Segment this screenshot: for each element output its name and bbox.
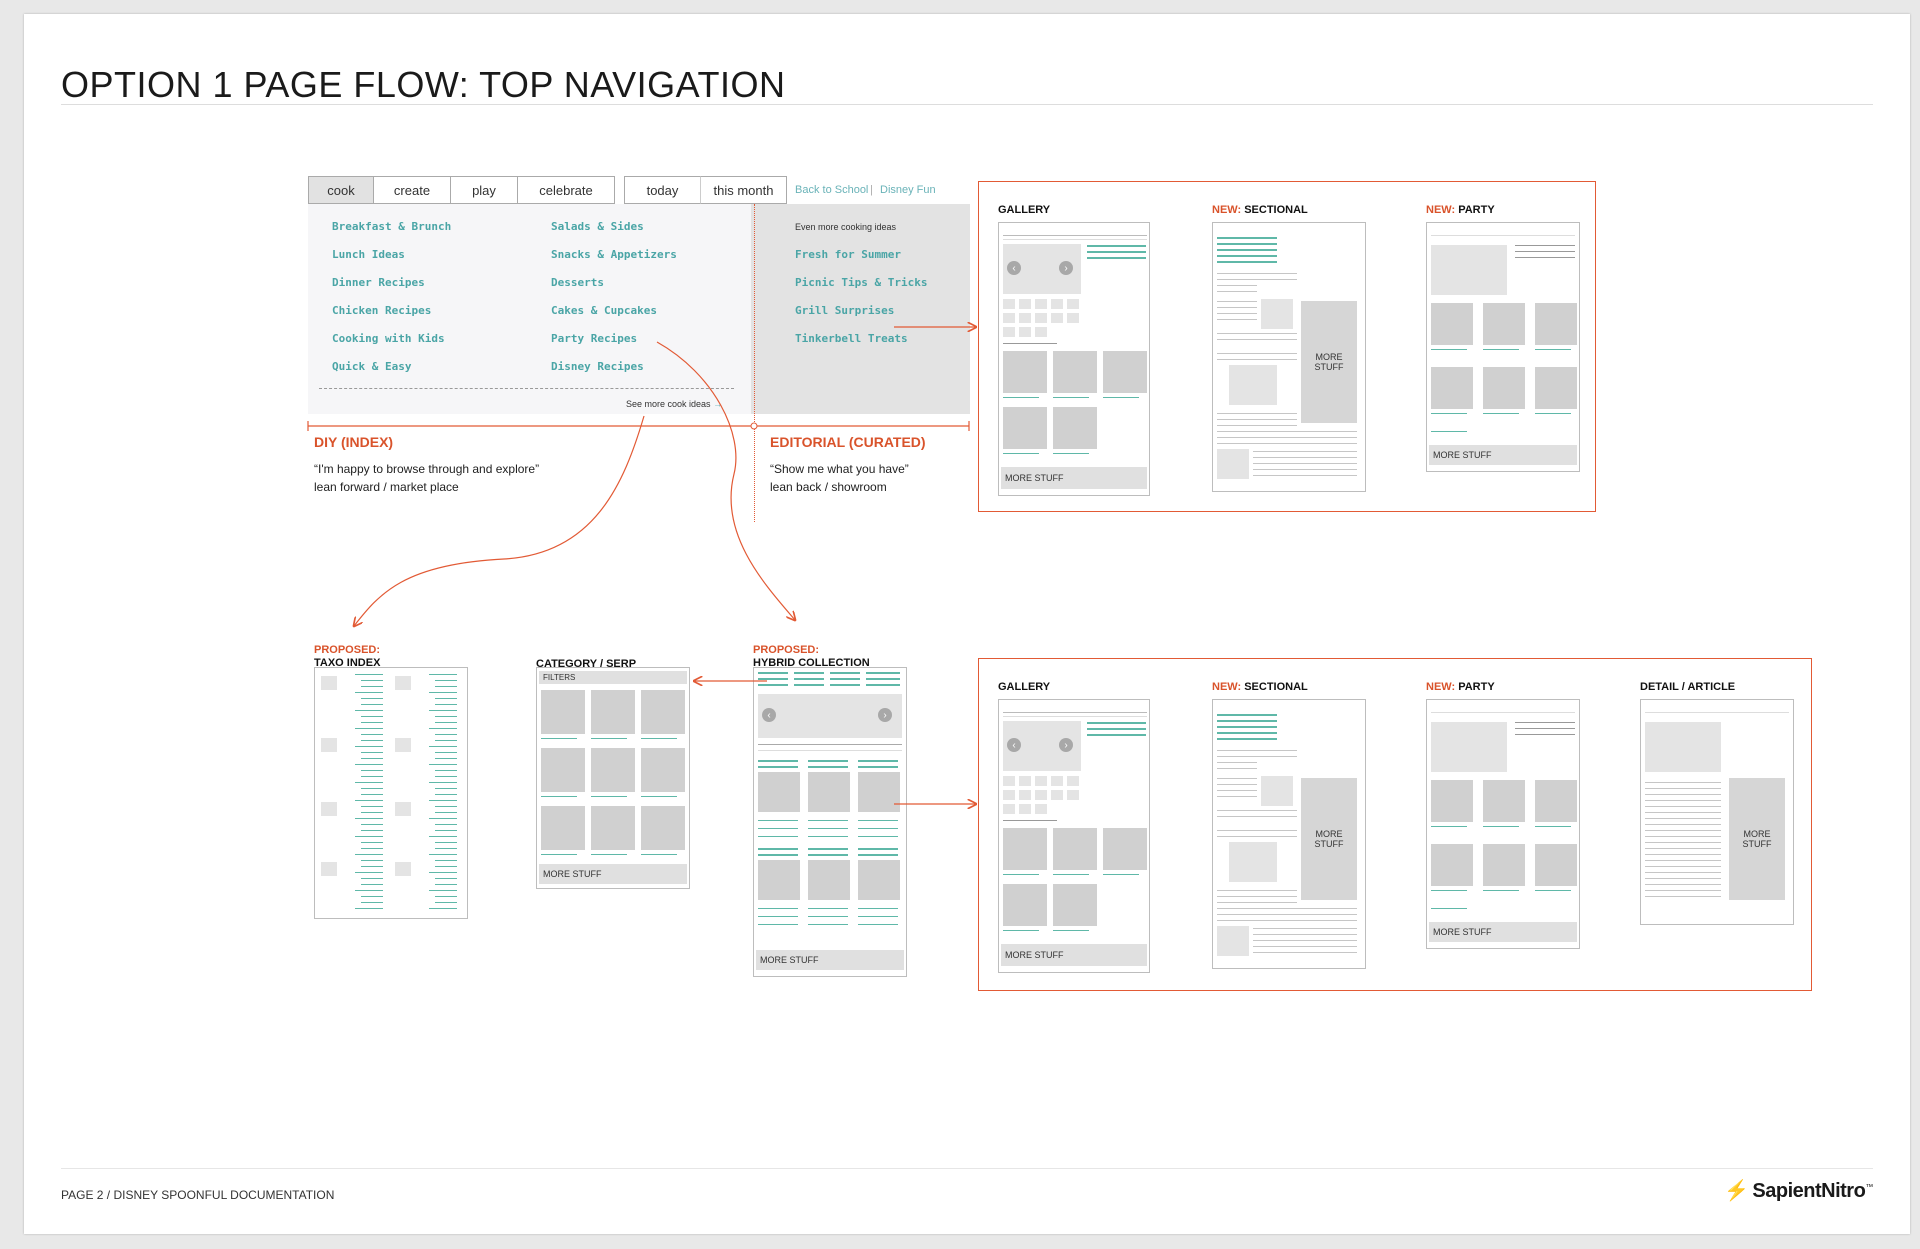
arrow-to-taxo-index <box>354 415 645 626</box>
top-template-group <box>978 181 1596 512</box>
more-stuff-bar: MORE STUFF <box>1429 445 1577 465</box>
title-divider <box>61 104 1873 105</box>
category-serp-wireframe: FILTERS MORE STUFF <box>536 667 690 889</box>
hybrid-collection-header: PROPOSED:HYBRID COLLECTION <box>753 644 870 669</box>
menu-item[interactable]: Chicken Recipes <box>332 304 432 317</box>
taxo-index-header: PROPOSED:TAXO INDEX <box>314 644 381 669</box>
section-divider <box>754 204 755 522</box>
logo-mark-icon: ⚡ <box>1724 1180 1749 1202</box>
arrow-to-hybrid-collection <box>656 341 795 620</box>
diy-label: DIY (INDEX) <box>314 434 394 450</box>
gallery-wireframe: ‹ › MORE STUFF <box>998 222 1150 496</box>
hybrid-collection-wireframe: ‹ › MORE STUFF <box>753 667 907 977</box>
editorial-quote: “Show me what you have” <box>770 462 909 476</box>
tab-today[interactable]: today <box>624 176 700 204</box>
diy-description: lean forward / market place <box>314 480 459 494</box>
menu-item[interactable]: Cakes & Cupcakes <box>551 304 657 317</box>
tab-create[interactable]: create <box>373 176 451 204</box>
sectional-header: NEW: SECTIONAL <box>1212 681 1308 693</box>
menu-item[interactable]: Snacks & Appetizers <box>551 248 677 261</box>
footer-divider <box>61 1168 1873 1169</box>
party-wireframe: MORE STUFF <box>1426 699 1580 949</box>
link-separator: | <box>870 184 873 196</box>
menu-item[interactable]: Grill Surprises <box>795 304 895 317</box>
footer-text: PAGE 2 / DISNEY SPOONFUL DOCUMENTATION <box>61 1188 335 1202</box>
menu-item[interactable]: Desserts <box>551 276 604 289</box>
party-wireframe: MORE STUFF <box>1426 222 1580 472</box>
editorial-panel <box>751 204 970 414</box>
link-disney-fun[interactable]: Disney Fun <box>880 184 936 196</box>
tab-cook[interactable]: cook <box>308 176 374 204</box>
sectional-header: NEW: SECTIONAL <box>1212 204 1308 216</box>
page-title: OPTION 1 PAGE FLOW: TOP NAVIGATION <box>61 64 786 105</box>
party-header: NEW: PARTY <box>1426 204 1495 216</box>
link-back-to-school[interactable]: Back to School <box>795 184 869 196</box>
menu-panel <box>308 204 751 414</box>
editorial-label: EDITORIAL (CURATED) <box>770 434 926 450</box>
taxo-index-wireframe <box>314 667 468 919</box>
gallery-header: GALLERY <box>998 204 1051 216</box>
menu-item[interactable]: Party Recipes <box>551 332 638 345</box>
editorial-intro: Even more cooking ideas <box>795 222 897 232</box>
party-header: NEW: PARTY <box>1426 681 1495 693</box>
menu-item[interactable]: Salads & Sides <box>551 220 644 233</box>
flow-connectors <box>307 14 1910 1234</box>
tab-play[interactable]: play <box>450 176 518 204</box>
menu-item[interactable]: Lunch Ideas <box>332 248 405 261</box>
menu-divider <box>319 388 734 389</box>
more-stuff-bar: MORE STUFF <box>1001 944 1147 966</box>
menu-item[interactable]: Tinkerbell Treats <box>795 332 908 345</box>
tab-this-month[interactable]: this month <box>700 176 787 204</box>
see-more-link[interactable]: See more cook ideas → <box>626 399 723 409</box>
bracket-node <box>750 422 758 430</box>
menu-item[interactable]: Picnic Tips & Tricks <box>795 276 928 289</box>
more-stuff-bar: MORE STUFF <box>756 950 904 970</box>
menu-item[interactable]: Quick & Easy <box>332 360 412 373</box>
detail-article-header: DETAIL / ARTICLE <box>1640 681 1736 693</box>
menu-item[interactable]: Disney Recipes <box>551 360 644 373</box>
gallery-header: GALLERY <box>998 681 1051 693</box>
more-stuff-bar: MORE STUFF <box>1429 922 1577 942</box>
filters-bar[interactable]: FILTERS <box>539 671 687 684</box>
menu-item[interactable]: Fresh for Summer <box>795 248 901 261</box>
editorial-description: lean back / showroom <box>770 480 887 494</box>
menu-item[interactable]: Breakfast & Brunch <box>332 220 452 233</box>
gallery-wireframe: ‹ › MORE STUFF <box>998 699 1150 973</box>
menu-item[interactable]: Cooking with Kids <box>332 332 445 345</box>
document-page: OPTION 1 PAGE FLOW: TOP NAVIGATION cook … <box>24 14 1910 1234</box>
sapientnitro-logo: ⚡SapientNitro™ <box>1724 1180 1873 1202</box>
diy-quote: “I'm happy to browse through and explore… <box>314 462 540 476</box>
more-stuff-bar: MORE STUFF <box>1001 467 1147 489</box>
bottom-template-group <box>978 658 1812 991</box>
menu-item[interactable]: Dinner Recipes <box>332 276 425 289</box>
tab-celebrate[interactable]: celebrate <box>517 176 615 204</box>
more-stuff-bar: MORE STUFF <box>539 864 687 884</box>
